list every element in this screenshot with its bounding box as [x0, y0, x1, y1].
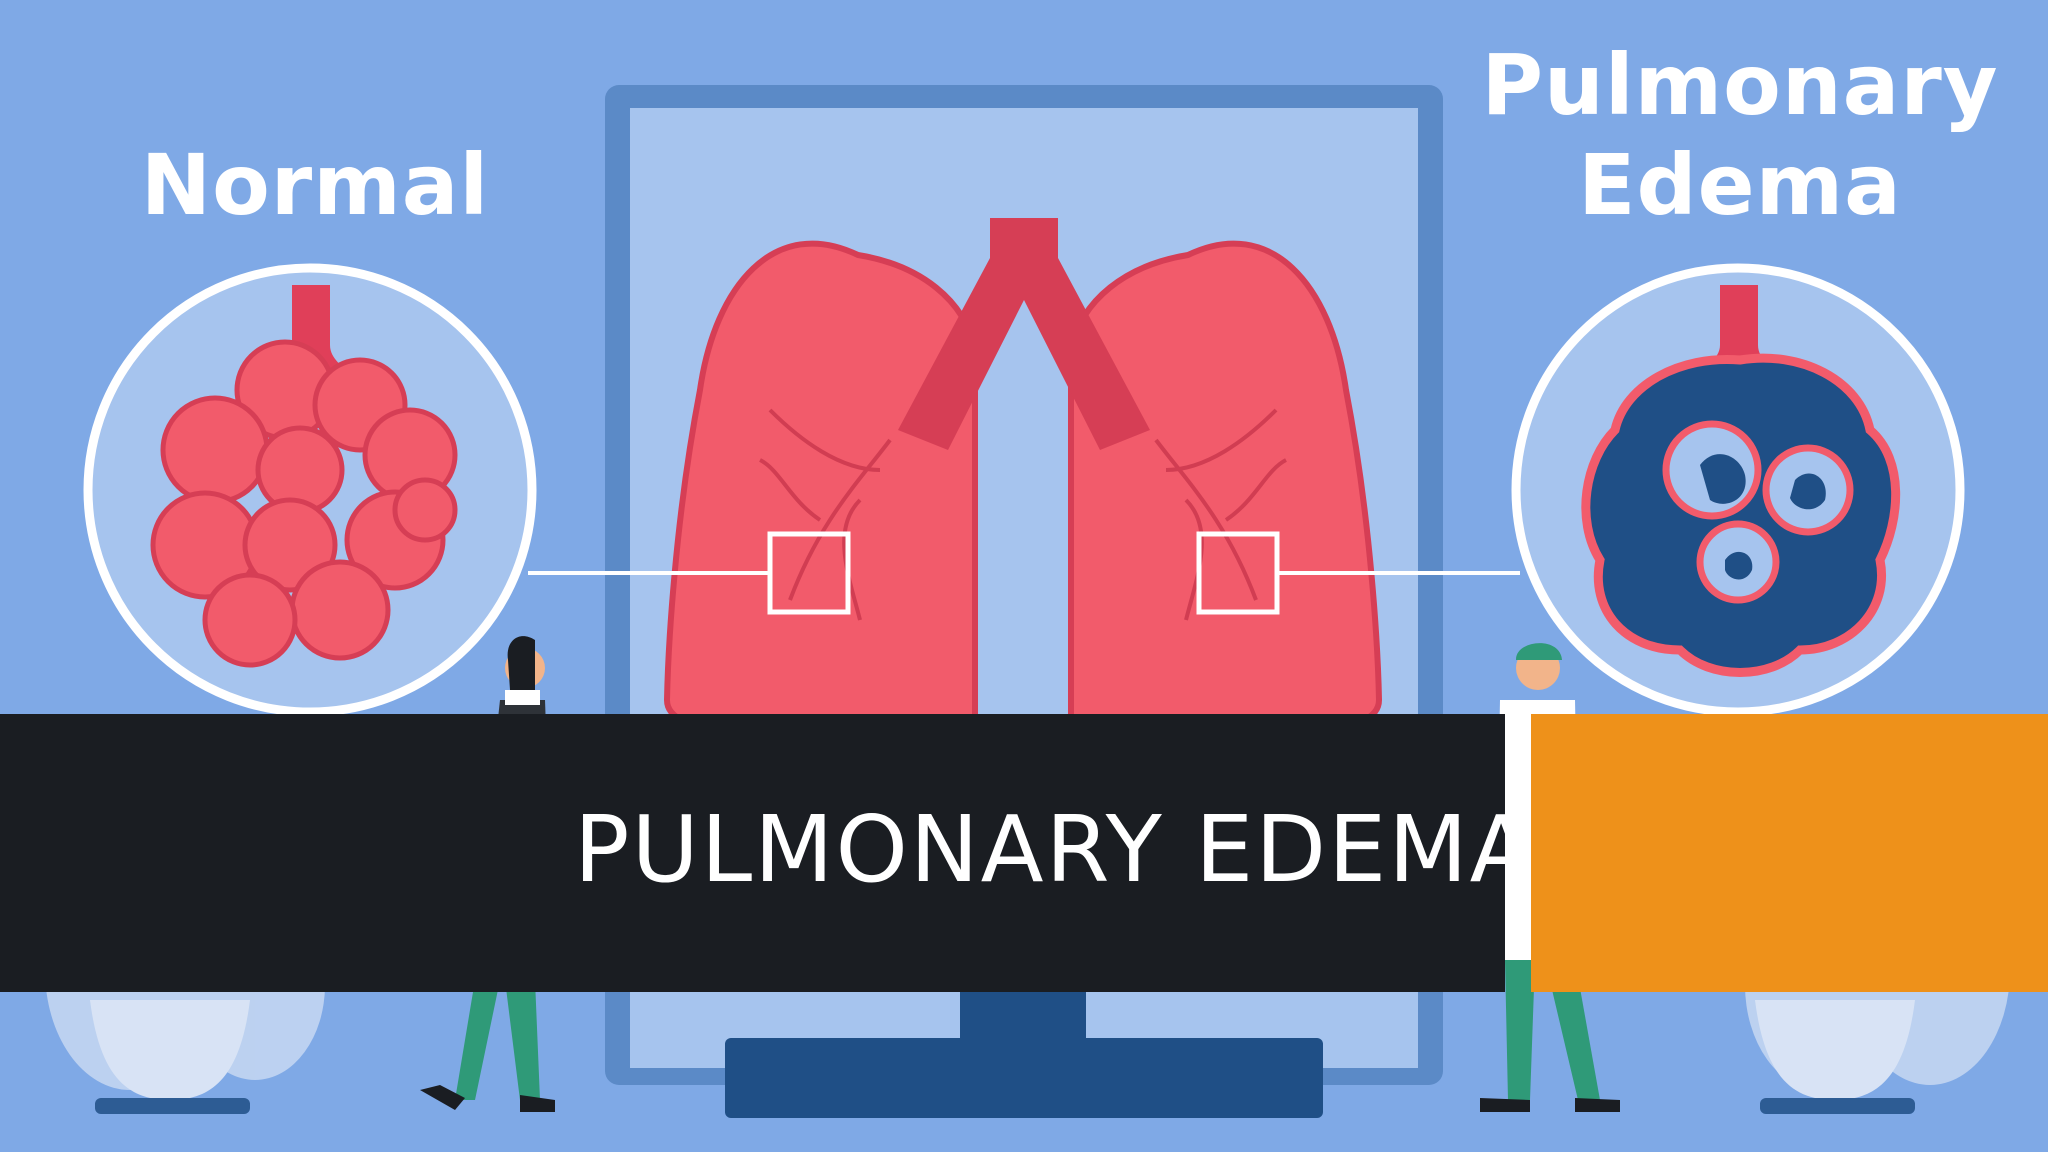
- normal-alveoli: [83, 263, 537, 717]
- title-bar: [0, 714, 1505, 992]
- slide-title: PULMONARY EDEMA: [574, 796, 1535, 903]
- edema-label-line2: Edema: [1578, 136, 1902, 234]
- accent-block: [1531, 714, 2048, 992]
- edema-label: Pulmonary Edema: [1470, 35, 2010, 235]
- normal-label: Normal: [140, 136, 490, 234]
- edema-alveoli: [1511, 263, 1965, 717]
- edema-label-line1: Pulmonary: [1481, 36, 1999, 134]
- lungs: [663, 218, 1383, 731]
